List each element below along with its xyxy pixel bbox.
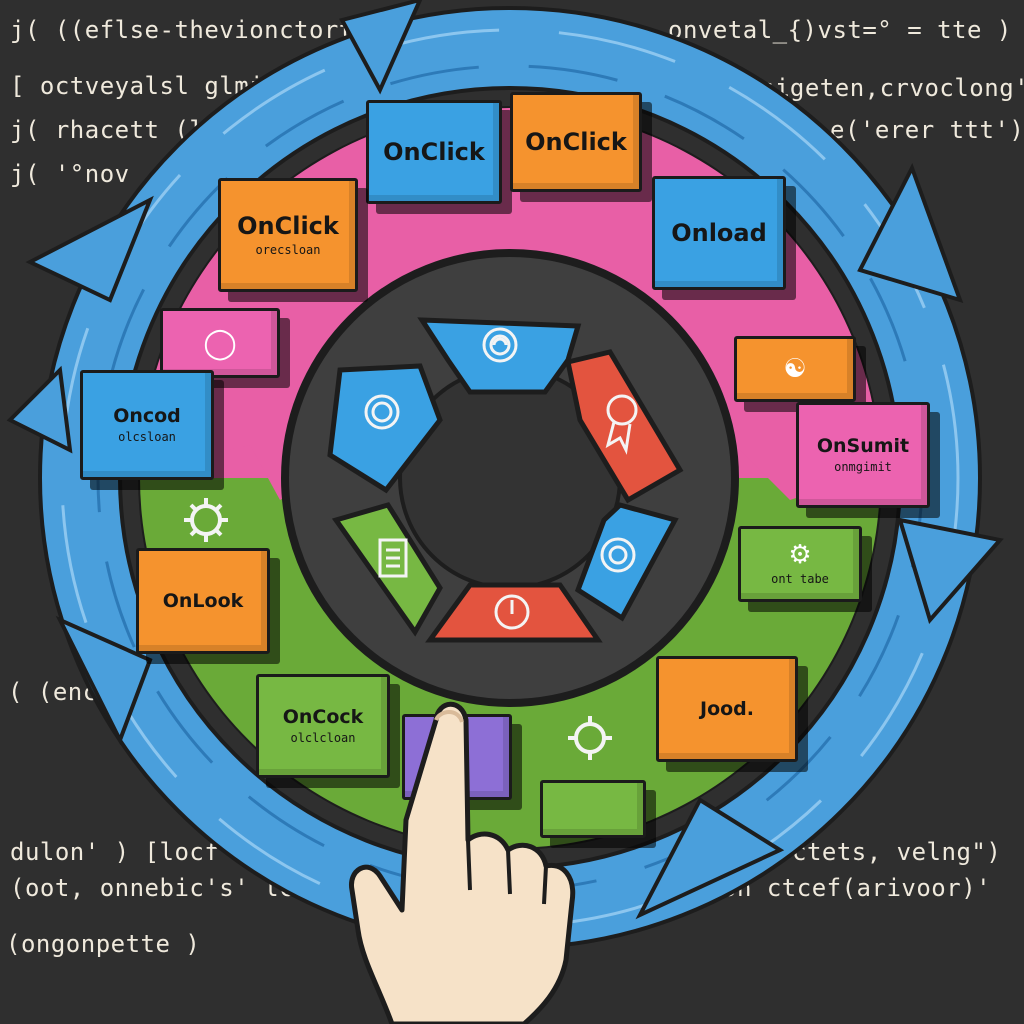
award-ribbon-icon: [605, 394, 638, 455]
lightbulb-icon: ◯: [203, 325, 237, 361]
code-line-5: j( rhacett (l: [10, 116, 205, 144]
event-block-sublabel: ont tabe: [771, 572, 829, 586]
event-block-sublabel: onmgimit: [834, 460, 892, 475]
inner-segment-left-bottom: [331, 502, 443, 637]
fingerprint-icon: [600, 537, 636, 573]
code-line-12: on ctcef(arivoor)': [722, 874, 992, 902]
code-line-7: j( '°nov: [10, 160, 130, 188]
code-line-13: (ongonpette ): [6, 930, 201, 958]
gear-icon: [184, 498, 228, 542]
event-block-label: OnClick: [383, 137, 485, 166]
document-icon: [378, 538, 408, 578]
cycle-arrow-icon: [55, 615, 153, 745]
event-block-label: OnLook: [162, 589, 244, 612]
code-line-1: j( ((eflse-thevionctortsl: [10, 16, 384, 44]
wifi-icon: ☯: [783, 354, 807, 384]
inner-segment-top: [417, 317, 582, 395]
power-icon: [494, 594, 530, 630]
code-line-6: e('erer ttt'): [830, 116, 1024, 144]
pointing-hand-icon: [349, 701, 576, 1024]
event-block-onsumit[interactable]: OnSumit onmgimit: [796, 402, 930, 508]
event-block-label: OnCock: [282, 705, 364, 728]
event-block-onclick-orange[interactable]: OnClick: [510, 92, 642, 192]
inner-segment-bottom: [425, 582, 603, 643]
event-block-wifi[interactable]: ☯: [734, 336, 856, 402]
event-block-gear[interactable]: ⚙ ont tabe: [738, 526, 862, 602]
event-block-onclick-left[interactable]: OnClick orecsloan: [218, 178, 358, 292]
code-line-3: [ octveyalsl glmi: [10, 72, 265, 100]
event-block-label: Onload: [671, 218, 767, 247]
code-line-8: ( (enc: [8, 678, 98, 706]
event-block-label: OnClick: [525, 127, 627, 156]
fingerprint-icon: [364, 394, 400, 430]
cycle-arrow-icon: [25, 195, 154, 303]
event-block-sublabel: olclcloan: [290, 731, 356, 746]
code-line-2: onvetal_{)vst=° = tte ): [668, 16, 1012, 44]
code-line-4: sigeten,crvoclong': [760, 74, 1024, 102]
event-block-onlook[interactable]: OnLook: [136, 548, 270, 654]
event-block-oncock[interactable]: OnCock olclcloan: [256, 674, 390, 778]
gear-icon: [568, 716, 612, 760]
event-block-lightbulb[interactable]: ◯: [160, 308, 280, 378]
event-block-jood[interactable]: Jood.: [656, 656, 798, 762]
event-block-onload[interactable]: Onload: [652, 176, 786, 290]
cycle-arrow-icon: [339, 0, 423, 95]
cycle-arrow-icon: [635, 797, 785, 920]
event-block-green-low[interactable]: [540, 780, 646, 838]
inner-segment-right: [565, 349, 684, 504]
event-block-sublabel: orecsloan: [255, 243, 321, 258]
event-block-label: Jood.: [700, 697, 754, 720]
code-line-11: (oot, onnebic's' lc: [10, 874, 295, 902]
cycle-arrow-icon: [6, 365, 73, 454]
code-line-9: dulon' ) [locf: [10, 838, 220, 866]
fingerprint-icon: [482, 327, 518, 363]
code-line-10: ctets, velng"): [792, 838, 1002, 866]
event-block-onclick-blue[interactable]: OnClick: [366, 100, 502, 204]
event-block-label: Oncod: [113, 404, 181, 427]
inner-segment-right-bottom: [574, 502, 679, 622]
event-block-label: OnSumit: [816, 434, 910, 457]
cycle-arrow-icon: [857, 162, 964, 304]
gear-icon: ⚙: [788, 540, 812, 570]
cycle-arrow-icon: [897, 517, 1004, 625]
event-block-label: OnClick: [237, 211, 339, 240]
event-block-sublabel: olcsloan: [118, 430, 176, 445]
event-block-oncod[interactable]: Oncod olcsloan: [80, 370, 214, 480]
